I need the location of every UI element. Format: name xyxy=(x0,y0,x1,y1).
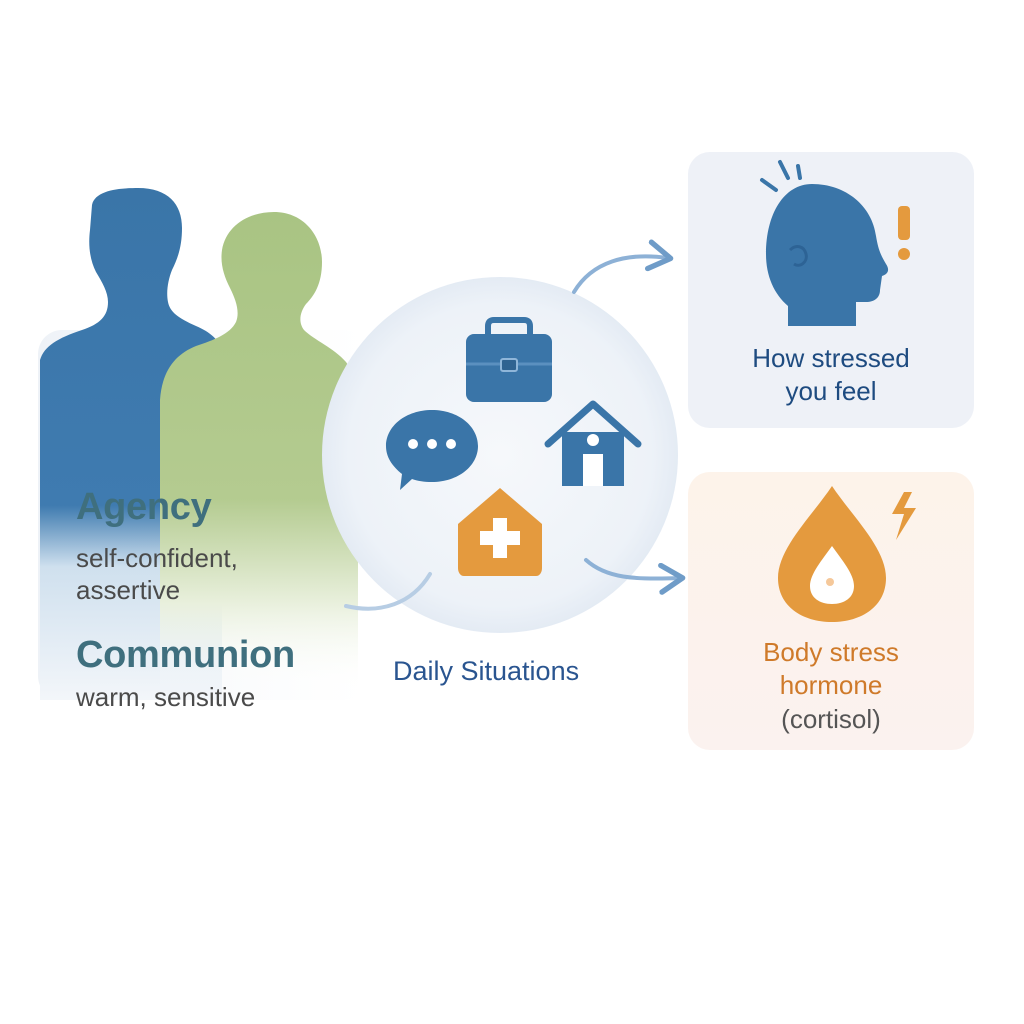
communion-desc: warm, sensitive xyxy=(76,682,256,712)
communion-title: Communion xyxy=(76,634,295,676)
daily-situations-label: Daily Situations xyxy=(393,656,580,686)
speech-bubble-icon xyxy=(386,410,478,490)
felt-stress-line2: you feel xyxy=(785,376,877,406)
cortisol-line3: (cortisol) xyxy=(781,704,881,734)
arrow-to-felt-stress xyxy=(572,239,674,294)
agency-title: Agency xyxy=(76,486,212,528)
droplet-icon xyxy=(778,486,916,622)
cortisol-line2: hormone xyxy=(779,670,883,700)
briefcase-icon xyxy=(466,317,552,402)
situations-circle xyxy=(322,277,678,633)
person-green-silhouette xyxy=(160,212,358,690)
cortisol-line1: Body stress xyxy=(763,637,899,667)
agency-desc-line1: self-confident, xyxy=(76,543,238,573)
agency-desc-line2: assertive xyxy=(76,575,181,605)
arrow-to-cortisol xyxy=(584,558,686,595)
felt-stress-line1: How stressed xyxy=(752,343,910,373)
house-icon xyxy=(544,400,642,486)
head-alert-icon xyxy=(760,160,910,326)
medical-cross-icon xyxy=(458,488,542,576)
arrow-from-traits xyxy=(344,572,432,611)
